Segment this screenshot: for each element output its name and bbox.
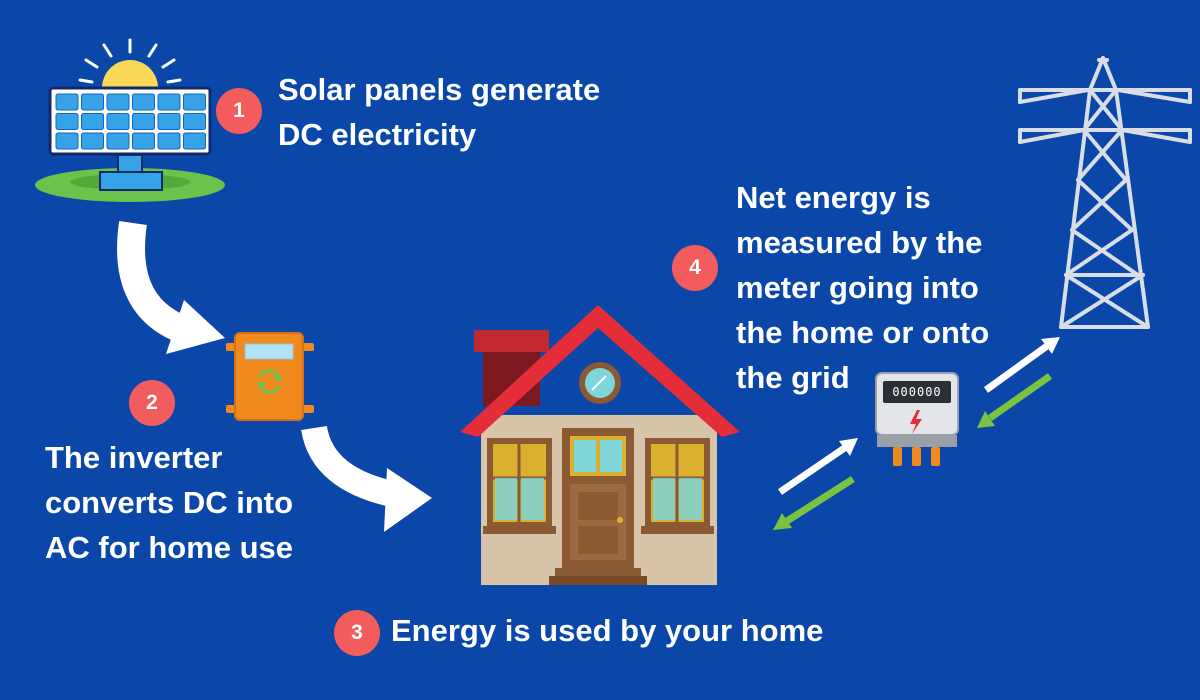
arrow-inverter-to-house (301, 425, 432, 532)
step-1-badge: 1 (216, 88, 262, 134)
meter-reading: 000000 (892, 385, 942, 399)
inverter-icon (226, 332, 314, 421)
arrow-panel-to-inverter (117, 220, 225, 354)
step-3-badge: 3 (334, 610, 380, 656)
solar-panel-icon (35, 38, 225, 202)
arrow-meter-to-grid (983, 337, 1060, 393)
step-1-text: Solar panels generate DC electricity (278, 72, 601, 152)
house-icon (460, 305, 740, 585)
step-2-badge: 2 (129, 380, 175, 426)
arrow-meter-to-home (773, 476, 855, 530)
step-2-text: The inverter converts DC into AC for hom… (45, 440, 294, 565)
arrow-home-to-meter (778, 438, 858, 495)
arrow-grid-to-meter (977, 373, 1053, 428)
transmission-tower-icon (1018, 56, 1192, 329)
electric-meter-icon (875, 372, 959, 466)
step-4-badge: 4 (672, 245, 718, 291)
step-4-text: Net energy is measured by the meter goin… (736, 180, 990, 395)
step-3-text: Energy is used by your home (391, 613, 824, 648)
